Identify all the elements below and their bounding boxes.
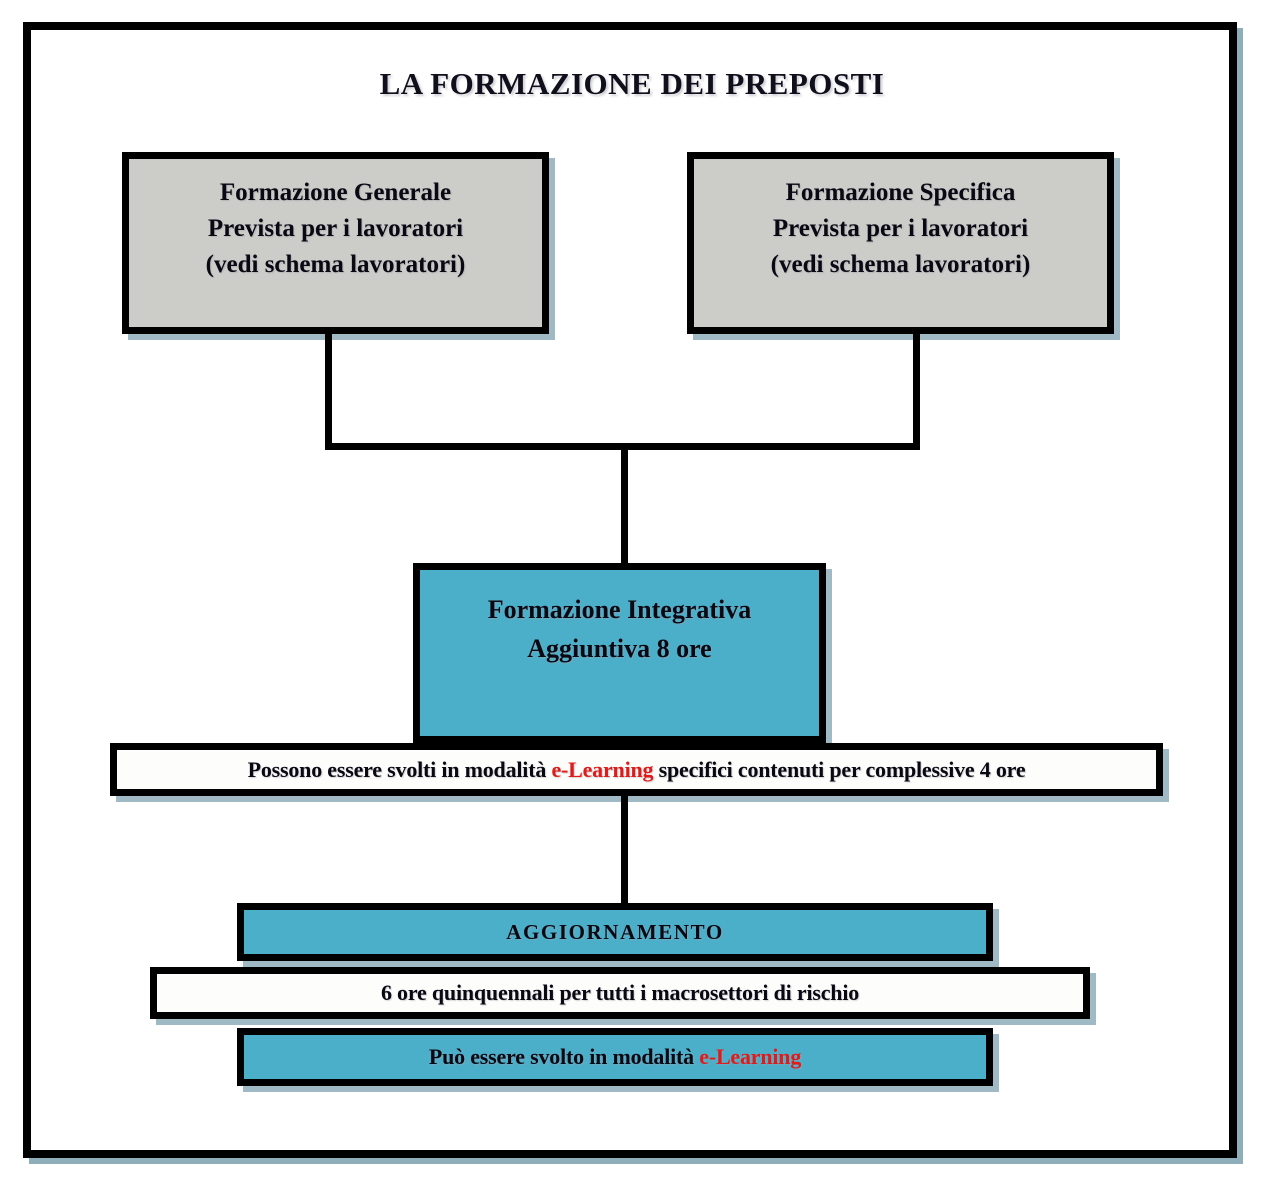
- bar-elearning-contenuti-highlight: e-Learning: [551, 756, 654, 782]
- box-formazione-generale-line1: Formazione Generale: [219, 179, 452, 206]
- bar-elearning-aggiornamento-text: Può essere svolto in modalità e-Learning: [428, 1044, 802, 1070]
- box-formazione-specifica-line2: Prevista per i lavoratori: [772, 215, 1029, 242]
- bar-elearning-aggiornamento: Può essere svolto in modalità e-Learning: [237, 1028, 993, 1086]
- page-title: LA FORMAZIONE DEI PREPOSTI: [379, 66, 885, 101]
- box-formazione-generale-line3: (vedi schema lavoratori): [205, 251, 466, 278]
- box-formazione-generale-line2: Prevista per i lavoratori: [207, 215, 464, 242]
- box-formazione-specifica-line3: (vedi schema lavoratori): [770, 251, 1031, 278]
- box-formazione-generale-text: Formazione Generale Prevista per i lavor…: [129, 159, 542, 283]
- box-formazione-integrativa: Formazione Integrativa Aggiuntiva 8 ore: [413, 563, 826, 743]
- box-formazione-specifica-line1: Formazione Specifica: [785, 179, 1016, 206]
- box-formazione-integrativa-text: Formazione Integrativa Aggiuntiva 8 ore: [420, 570, 819, 668]
- bar-elearning-contenuti-suffix: specifici contenuti per complessive 4 or…: [653, 756, 1026, 782]
- bar-elearning-aggiornamento-highlight: e-Learning: [699, 1044, 802, 1069]
- connector-center-drop: [621, 443, 628, 570]
- outer-frame: [23, 22, 1237, 1158]
- box-formazione-specifica-text: Formazione Specifica Prevista per i lavo…: [694, 159, 1107, 283]
- bar-elearning-contenuti-prefix: Possono essere svolti in modalità: [247, 756, 552, 782]
- bar-elearning-contenuti: Possono essere svolti in modalità e-Lear…: [110, 743, 1163, 796]
- box-aggiornamento-label: AGGIORNAMENTO: [506, 919, 724, 944]
- box-formazione-specifica: Formazione Specifica Prevista per i lavo…: [687, 152, 1114, 334]
- connector-specifica-drop: [913, 334, 920, 450]
- bar-elearning-contenuti-text: Possono essere svolti in modalità e-Lear…: [248, 757, 1026, 783]
- connector-aggiornamento-drop: [621, 792, 628, 910]
- box-aggiornamento: AGGIORNAMENTO: [237, 903, 993, 961]
- bar-quinquennali: 6 ore quinquennali per tutti i macrosett…: [150, 967, 1090, 1019]
- box-formazione-integrativa-line1: Formazione Integrativa: [487, 595, 752, 624]
- box-formazione-integrativa-line2: Aggiuntiva 8 ore: [527, 634, 712, 663]
- connector-generale-drop: [325, 334, 332, 450]
- bar-quinquennali-label: 6 ore quinquennali per tutti i macrosett…: [380, 980, 860, 1005]
- bar-elearning-aggiornamento-prefix: Può essere svolto in modalità: [428, 1044, 700, 1069]
- box-formazione-generale: Formazione Generale Prevista per i lavor…: [122, 152, 549, 334]
